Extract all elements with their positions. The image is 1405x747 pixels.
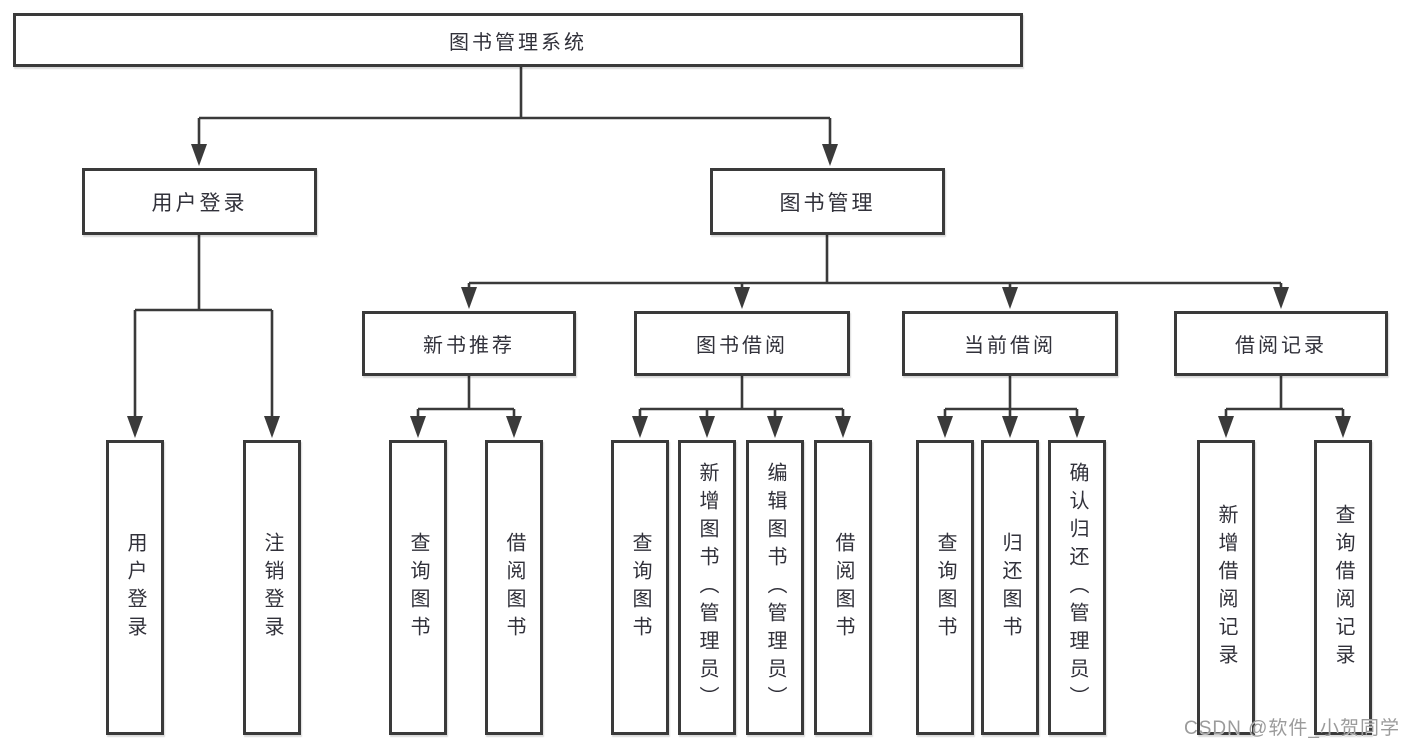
node-current-borrowing: 当前借阅 <box>902 311 1118 376</box>
leaf-label: 查询借阅记录 <box>1332 503 1354 672</box>
leaf-confirm-return-admin: 确认归还（管理员） <box>1048 440 1106 735</box>
node-borrow-records: 借阅记录 <box>1174 311 1388 376</box>
leaf-label: 借阅图书 <box>832 531 854 644</box>
leaf-label: 归还图书 <box>999 531 1021 644</box>
leaf-label: 查询图书 <box>934 531 956 644</box>
leaf-query-books-recommend: 查询图书 <box>389 440 447 735</box>
node-library-system: 图书管理系统 <box>13 13 1023 67</box>
node-book-borrowing: 图书借阅 <box>634 311 850 376</box>
leaf-label: 确认归还（管理员） <box>1066 461 1088 714</box>
leaf-query-books-current: 查询图书 <box>916 440 974 735</box>
leaf-borrow-books: 借阅图书 <box>814 440 872 735</box>
leaf-borrow-books-recommend: 借阅图书 <box>485 440 543 735</box>
csdn-watermark: CSDN @软件_小贺同学 <box>1184 718 1400 739</box>
node-book-management: 图书管理 <box>710 168 945 235</box>
leaf-logout: 注销登录 <box>243 440 301 735</box>
leaf-label: 查询图书 <box>407 531 429 644</box>
leaf-edit-books-admin: 编辑图书（管理员） <box>746 440 804 735</box>
leaf-add-borrow-record: 新增借阅记录 <box>1197 440 1255 735</box>
leaf-label: 查询图书 <box>629 531 651 644</box>
leaf-label: 新增图书（管理员） <box>696 461 718 714</box>
leaf-add-books-admin: 新增图书（管理员） <box>678 440 736 735</box>
leaf-user-login: 用户登录 <box>106 440 164 735</box>
leaf-label: 新增借阅记录 <box>1215 503 1237 672</box>
node-user-login: 用户登录 <box>82 168 317 235</box>
leaf-query-books-borrowing: 查询图书 <box>611 440 669 735</box>
leaf-query-borrow-record: 查询借阅记录 <box>1314 440 1372 735</box>
leaf-label: 注销登录 <box>261 531 283 644</box>
leaf-label: 编辑图书（管理员） <box>764 461 786 714</box>
leaf-label: 用户登录 <box>124 531 146 644</box>
leaf-label: 借阅图书 <box>503 531 525 644</box>
node-new-book-recommend: 新书推荐 <box>362 311 576 376</box>
leaf-return-books: 归还图书 <box>981 440 1039 735</box>
